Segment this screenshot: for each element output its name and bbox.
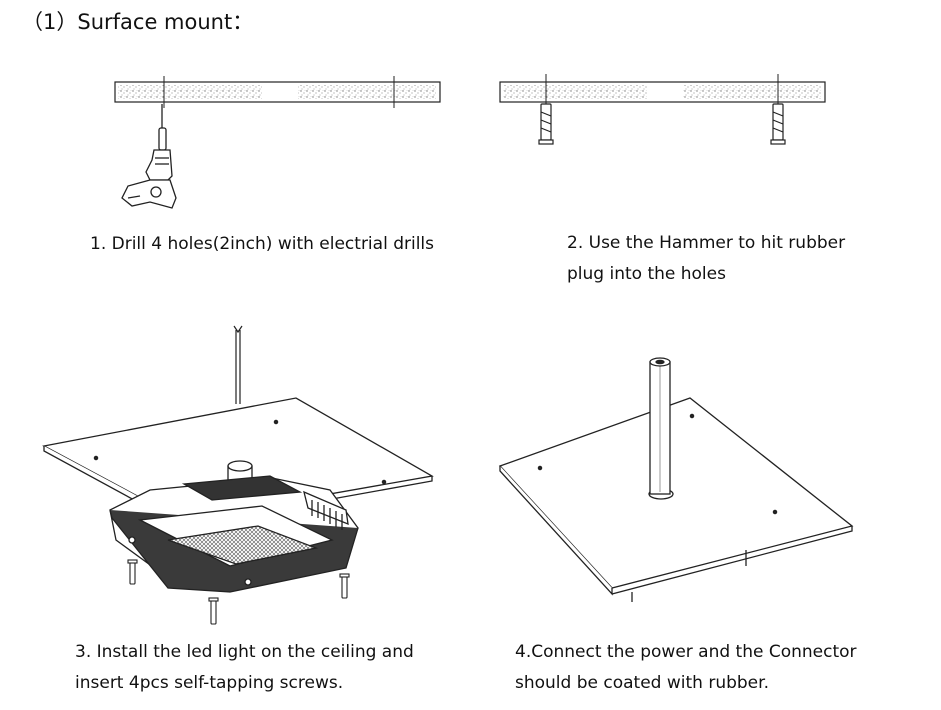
step-3-line-1: 3. Install the led light on the ceiling … (75, 642, 414, 662)
step-4-line-1: 4.Connect the power and the Connector (515, 642, 857, 662)
page-title: （1）Surface mount： (22, 10, 254, 34)
power-cable-icon (233, 325, 243, 404)
power-connector-icon (648, 357, 674, 500)
step-2-line-2: plug into the holes (567, 264, 726, 284)
screw-icon (127, 559, 350, 625)
ceiling-section-1 (114, 76, 441, 108)
step-3-line-2: insert 4pcs self-tapping screws. (75, 673, 344, 693)
step-2-line-1: 2. Use the Hammer to hit rubber (567, 233, 846, 253)
step-4-line-2: should be coated with rubber. (515, 673, 769, 693)
step-3-caption: 3. Install the led light on the ceiling … (75, 637, 414, 699)
rubber-plug-icon (538, 103, 786, 145)
step-1-line-1: 1. Drill 4 holes(2inch) with electrial d… (90, 234, 435, 254)
step-1-caption: 1. Drill 4 holes(2inch) with electrial d… (90, 229, 434, 260)
step-2-caption: 2. Use the Hammer to hit rubber plug int… (567, 228, 845, 290)
step-4-caption: 4.Connect the power and the Connector sh… (515, 637, 857, 699)
electric-drill-icon (121, 104, 177, 209)
ceiling-section-2 (499, 74, 826, 108)
ceiling-plate-4 (498, 397, 854, 602)
led-canopy-light-icon (109, 460, 359, 593)
